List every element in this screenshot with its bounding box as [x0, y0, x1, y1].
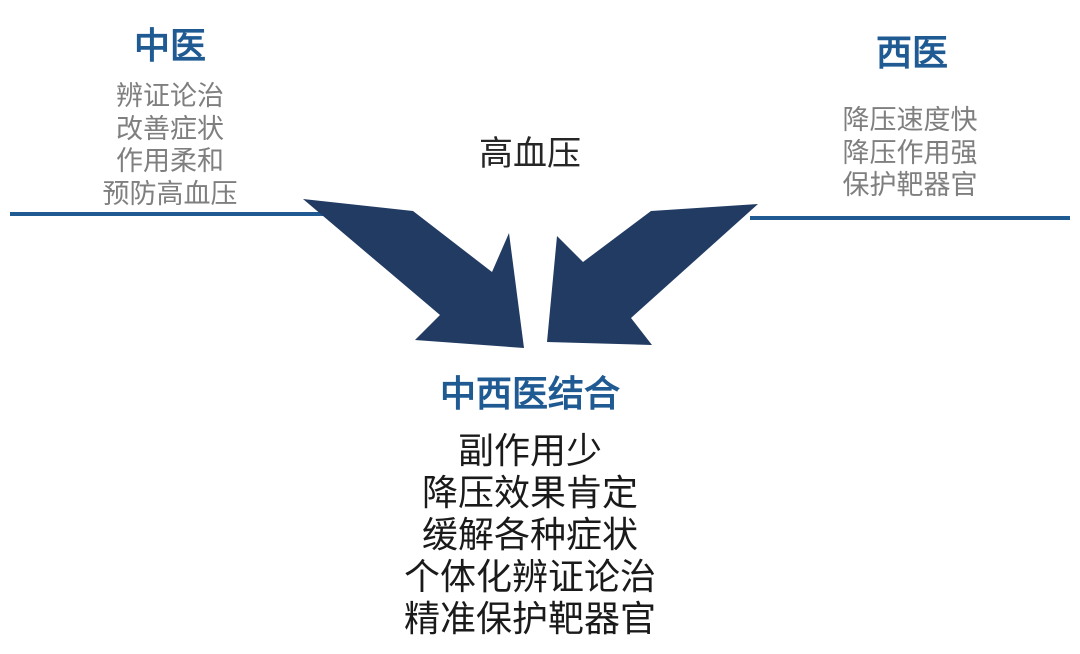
tcm-title: 中医 — [133, 25, 206, 67]
tcm-point: 作用柔和 — [116, 146, 224, 177]
integrated-medicine-title: 中西医结合 — [439, 373, 620, 415]
western-point: 降压速度快 — [842, 105, 978, 136]
tcm-point: 预防高血压 — [102, 178, 238, 210]
integrated-point: 缓解各种症状 — [421, 515, 638, 556]
western-medicine-title: 西医 — [875, 32, 948, 74]
western-point: 降压作用强 — [842, 137, 978, 169]
arrow-down-right-icon — [303, 199, 524, 348]
integrated-point: 降压效果肯定 — [421, 473, 638, 514]
integrated-points-list: 副作用少 降压效果肯定 缓解各种症状 个体化辨证论治 精准保护靶器官 — [330, 431, 730, 641]
arrow-down-left-icon — [547, 204, 758, 345]
tcm-point: 辨证论治 — [116, 81, 224, 112]
tcm-points-list: 辨证论治 改善症状 作用柔和 预防高血压 — [70, 81, 270, 211]
integrated-point: 副作用少 — [457, 431, 602, 472]
western-points-list: 降压速度快 降压作用强 保护靶器官 — [810, 105, 1010, 203]
western-point: 保护靶器官 — [842, 170, 978, 201]
integrated-point: 个体化辨证论治 — [403, 557, 656, 598]
central-topic: 高血压 — [479, 134, 581, 174]
integrated-point: 精准保护靶器官 — [403, 599, 656, 640]
tcm-point: 改善症状 — [116, 113, 224, 145]
